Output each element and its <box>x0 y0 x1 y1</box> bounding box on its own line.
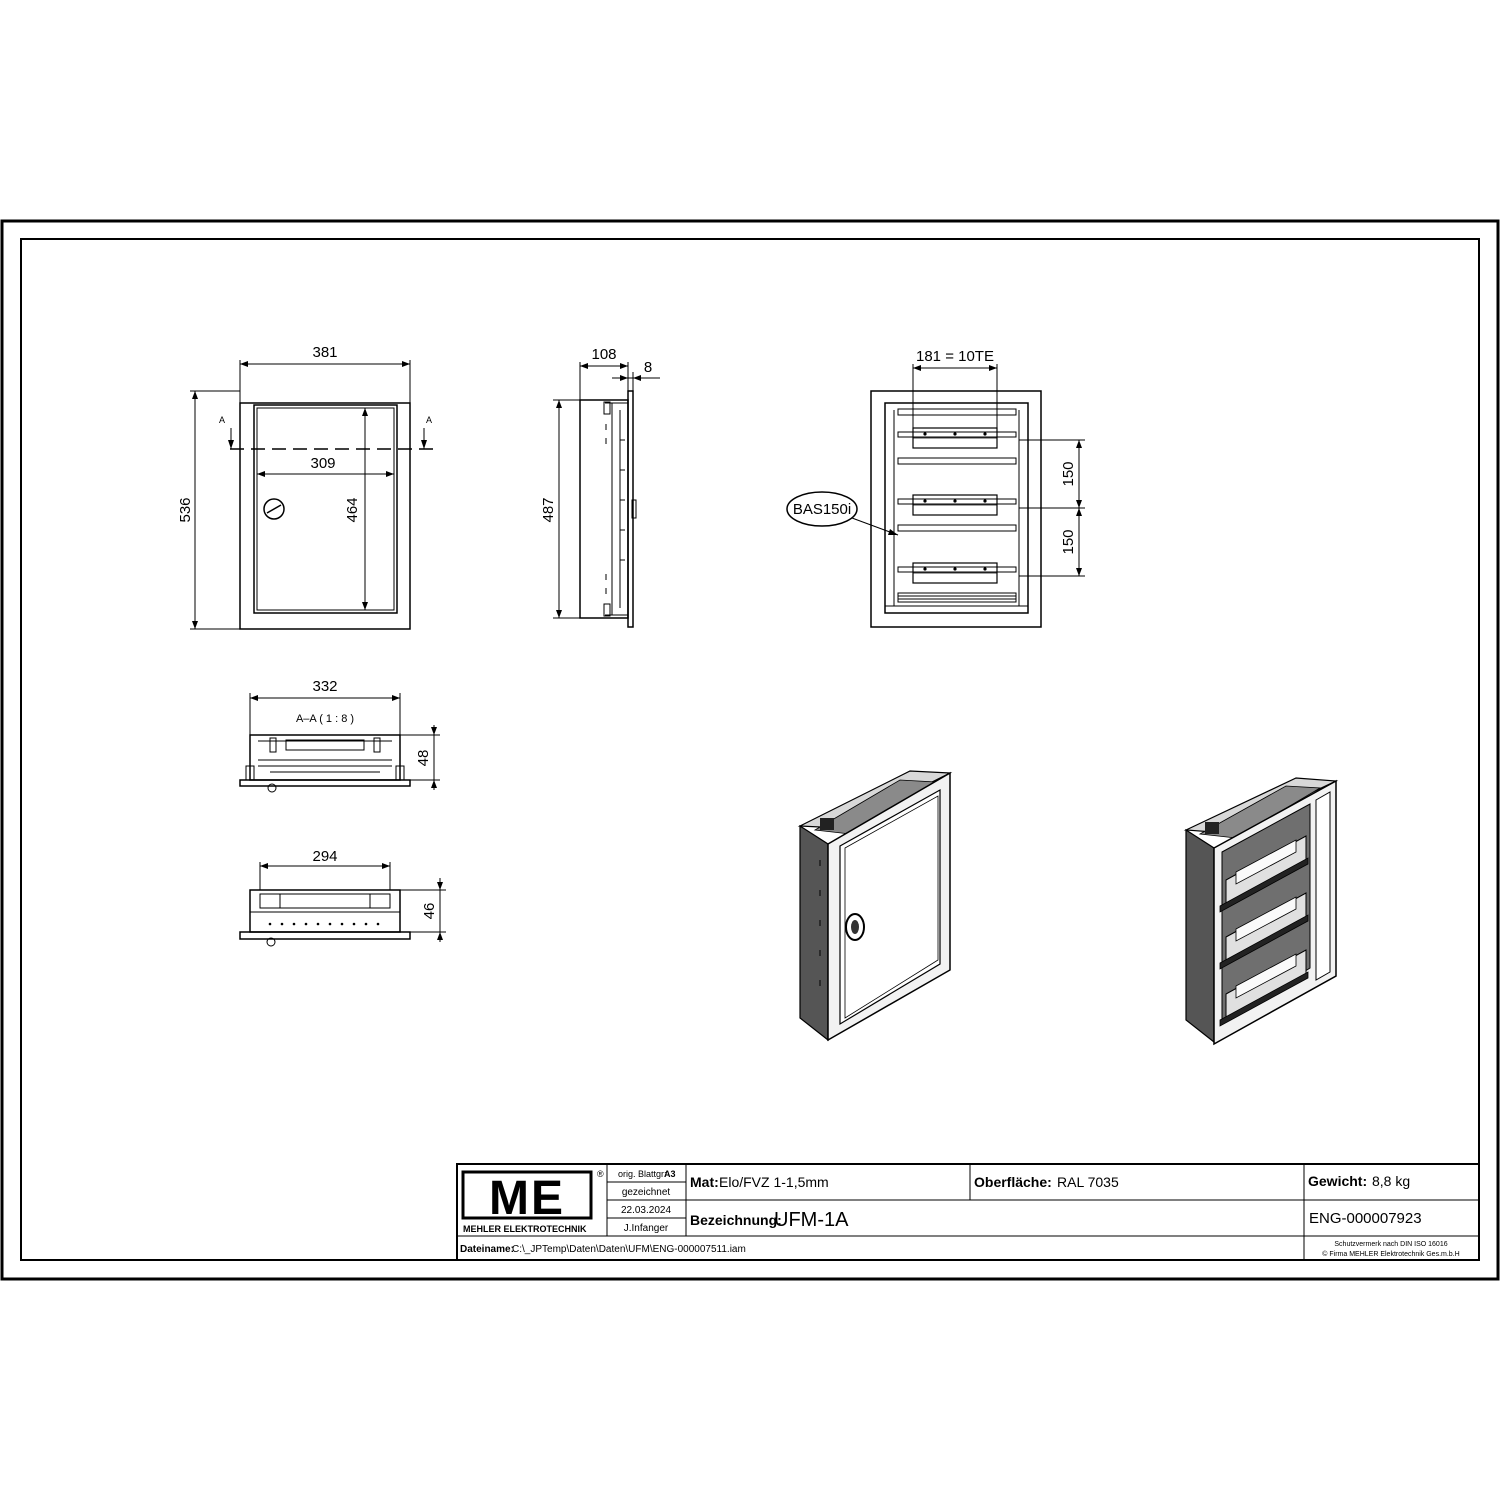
material-label: Mat: <box>690 1174 719 1190</box>
filename-value: C:\_JPTemp\Daten\Daten\UFM\ENG-000007511… <box>512 1244 746 1255</box>
company-name: MEHLER ELEKTROTECHNIK <box>463 1224 587 1234</box>
orig-format-value: A3 <box>664 1169 676 1179</box>
designation-value: UFM-1A <box>774 1209 849 1231</box>
dim-door-width: 309 <box>310 455 335 472</box>
bottom-view: 294 46 <box>239 848 446 947</box>
dim-interior-pitch: 181 = 10TE <box>916 348 994 365</box>
section-mark-right: A <box>426 415 432 425</box>
interior-view: 181 = 10TE 150 150 BAS150i <box>786 348 1085 628</box>
weight-value: 8,8 kg <box>1372 1173 1410 1189</box>
protection-note: Schutzvermerk nach DIN ISO 16016 <box>1334 1241 1447 1248</box>
dim-section-depth: 48 <box>415 750 432 767</box>
weight-label: Gewicht: <box>1308 1173 1367 1189</box>
isometric-open-view <box>1183 777 1339 1046</box>
dim-side-flange: 8 <box>644 359 652 376</box>
din-rail-carrier <box>897 498 1017 505</box>
front-view: A A 381 536 309 464 <box>177 344 433 630</box>
outer-frame <box>0 219 1500 1281</box>
callout-label: BAS150i <box>793 501 851 518</box>
title-block: ME ® MEHLER ELEKTROTECHNIK orig. Blattgr… <box>456 1163 1480 1261</box>
dim-door-height: 464 <box>344 497 361 522</box>
drawn-date: 22.03.2024 <box>621 1205 671 1216</box>
logo-text: ME <box>489 1172 565 1225</box>
isometric-closed-view <box>797 770 953 1042</box>
dim-rail-spacing-1: 150 <box>1060 461 1077 486</box>
dim-side-depth: 108 <box>591 346 616 363</box>
drawn-author: J.Infanger <box>624 1223 669 1234</box>
din-rail-carrier <box>897 431 1017 438</box>
section-label: A–A ( 1 : 8 ) <box>296 713 354 725</box>
dim-bottom-depth: 46 <box>421 903 438 920</box>
orig-format-label: orig. Blattgr: <box>618 1169 667 1179</box>
side-view: 108 8 487 <box>540 346 660 628</box>
dim-rail-spacing-2: 150 <box>1060 529 1077 554</box>
registered-mark: ® <box>597 1169 604 1179</box>
filename-label: Dateiname: <box>460 1244 514 1255</box>
dim-section-width: 332 <box>312 678 337 695</box>
door-handle-icon <box>263 498 285 520</box>
company-logo <box>461 1170 593 1220</box>
material-value: Elo/FVZ 1-1,5mm <box>719 1174 829 1190</box>
dim-side-height: 487 <box>540 497 557 522</box>
section-mark-left: A <box>219 415 225 425</box>
copyright-note: © Firma MEHLER Elektrotechnik Ges.m.b.H <box>1322 1250 1459 1258</box>
surface-label: Oberfläche: <box>974 1174 1052 1190</box>
section-view: 332 A–A ( 1 : 8 ) 48 <box>239 678 440 793</box>
surface-value: RAL 7035 <box>1057 1174 1119 1190</box>
dim-front-height: 536 <box>177 497 194 522</box>
doc-number: ENG-000007923 <box>1309 1210 1422 1227</box>
designation-label: Bezeichnung: <box>690 1212 782 1228</box>
callout-bubble <box>786 491 858 527</box>
dim-front-width: 381 <box>312 344 337 361</box>
drawn-label: gezeichnet <box>622 1187 671 1198</box>
din-rail-carrier <box>897 566 1017 573</box>
dim-bottom-width: 294 <box>312 848 337 865</box>
